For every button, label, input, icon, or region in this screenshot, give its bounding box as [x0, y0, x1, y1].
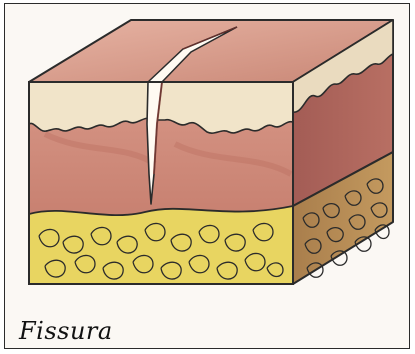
skin-fissure-diagram — [5, 4, 411, 304]
front-fat — [29, 206, 293, 284]
illustration-card: Fissura — [4, 3, 410, 349]
caption: Fissura — [19, 317, 113, 345]
